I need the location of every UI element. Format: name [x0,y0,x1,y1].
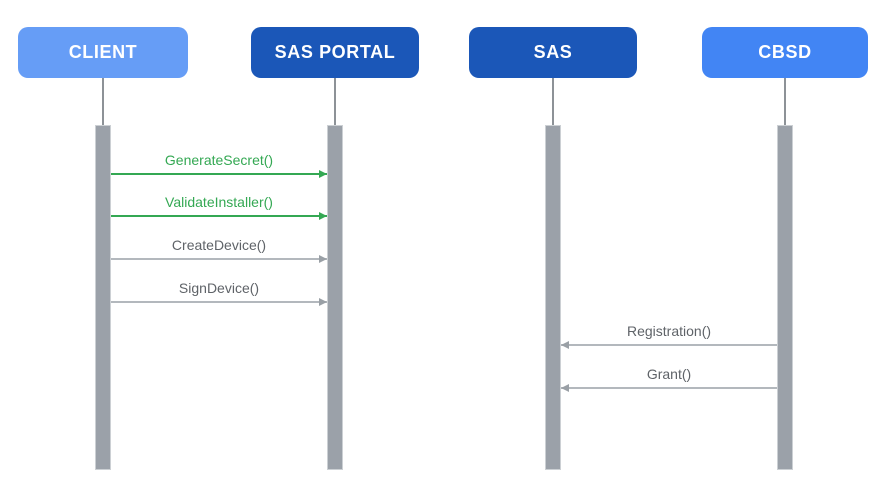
message-grant: Grant() [561,366,777,392]
message-registration: Registration() [561,323,777,349]
arrowhead-right-icon [319,298,327,306]
message-registration-label: Registration() [626,323,712,339]
actor-sas-label: SAS [533,42,573,62]
activation-bar-sas [545,125,561,470]
arrow-line [111,170,327,178]
arrow-line [561,384,777,392]
arrow-line [561,341,777,349]
arrow-line [111,212,327,220]
message-create-device: CreateDevice() [111,237,327,263]
message-validate-installer: ValidateInstaller() [111,194,327,220]
actor-cbsd-label: CBSD [758,42,812,62]
message-grant-label: Grant() [646,366,692,382]
arrowhead-left-icon [561,384,569,392]
activation-bar-cbsd [777,125,793,470]
arrow-line [111,255,327,263]
actor-sas-portal: SAS PORTAL [251,27,419,78]
activation-bar-client [95,125,111,470]
message-generate-secret: GenerateSecret() [111,152,327,178]
arrowhead-right-icon [319,170,327,178]
message-sign-device-label: SignDevice() [178,280,260,296]
activation-bar-sas-portal [327,125,343,470]
actor-client: CLIENT [18,27,188,78]
arrow-line [111,298,327,306]
actor-sas-portal-label: SAS PORTAL [274,42,396,62]
arrowhead-left-icon [561,341,569,349]
lifeline-sas [552,78,554,125]
message-validate-installer-label: ValidateInstaller() [165,194,273,210]
arrowhead-right-icon [319,255,327,263]
lifeline-client [102,78,104,125]
lifeline-cbsd [784,78,786,125]
lifeline-sas-portal [334,78,336,125]
message-sign-device: SignDevice() [111,280,327,306]
actor-cbsd: CBSD [702,27,868,78]
arrowhead-right-icon [319,212,327,220]
message-create-device-label: CreateDevice() [171,237,267,253]
actor-client-label: CLIENT [68,42,138,62]
actor-sas: SAS [469,27,637,78]
message-generate-secret-label: GenerateSecret() [164,152,274,168]
